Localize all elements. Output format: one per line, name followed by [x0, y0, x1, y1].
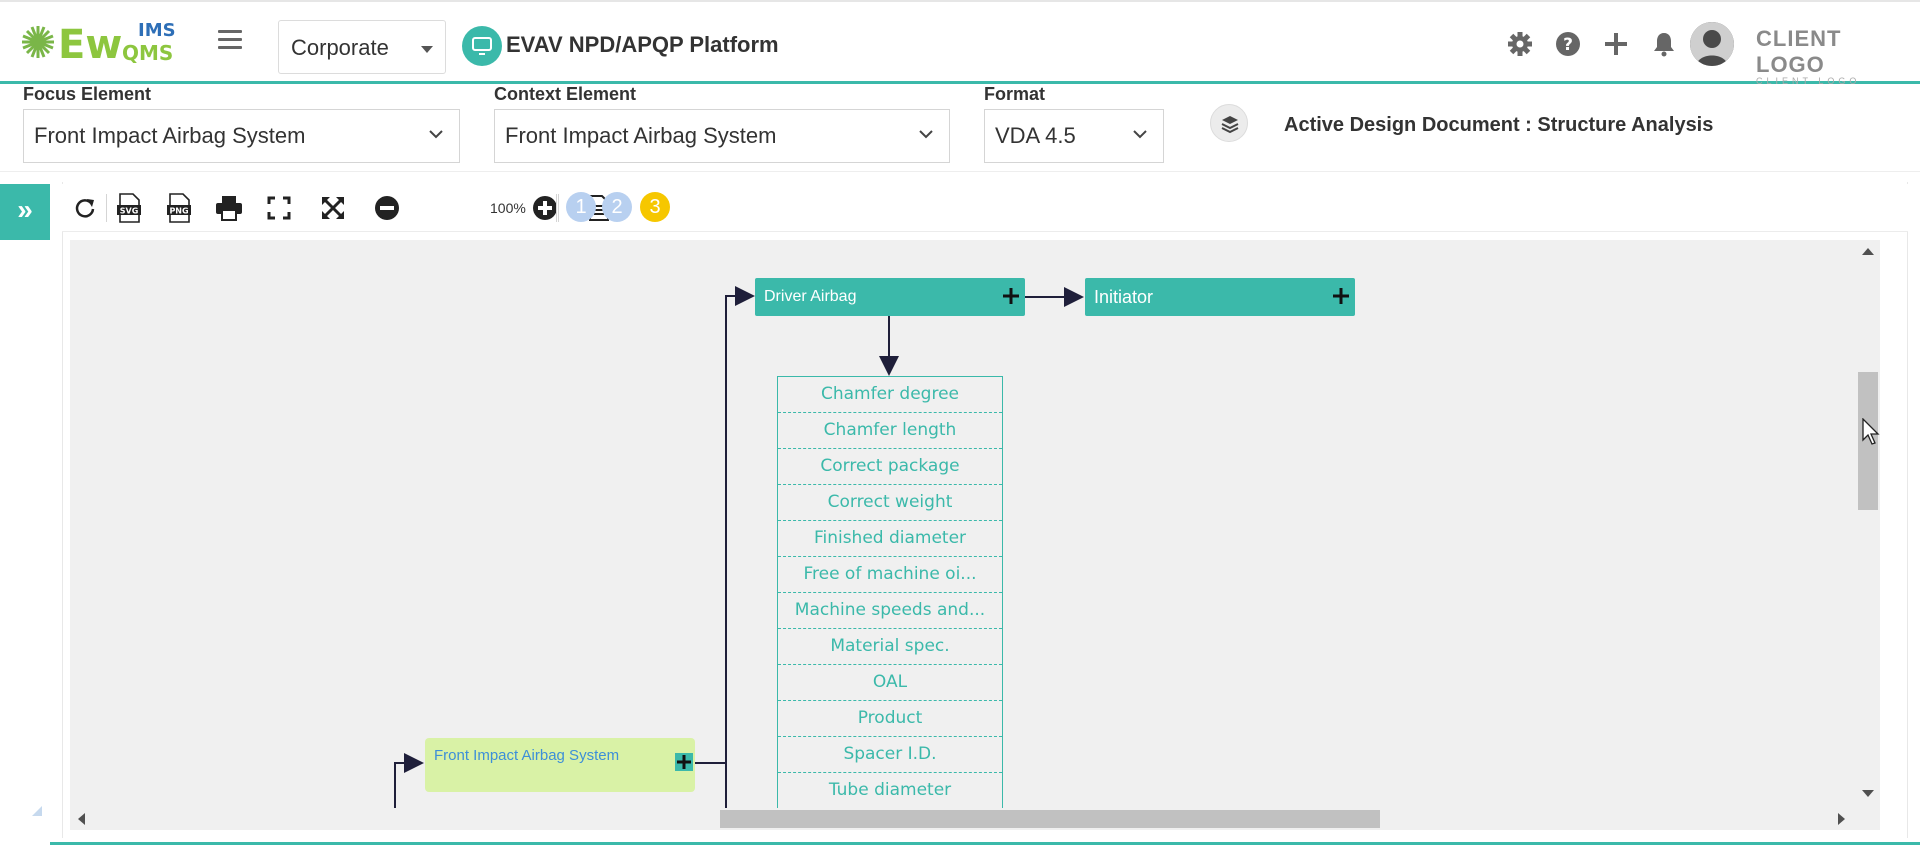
characteristic-item[interactable]: Free of machine oi...	[778, 557, 1002, 593]
platform-title[interactable]: EVAV NPD/APQP Platform	[506, 32, 779, 57]
scroll-up-arrow-icon[interactable]	[1862, 248, 1874, 255]
png-label: PNG	[169, 207, 188, 216]
export-svg-button[interactable]: SVG	[114, 192, 144, 224]
refresh-icon[interactable]	[72, 192, 98, 224]
zoom-out-icon[interactable]	[372, 192, 402, 224]
characteristic-item[interactable]: OAL	[778, 665, 1002, 701]
characteristic-item[interactable]: Correct package	[778, 449, 1002, 485]
characteristic-item[interactable]: Correct weight	[778, 485, 1002, 521]
characteristic-item[interactable]: Chamfer degree	[778, 377, 1002, 413]
vertical-scrollbar[interactable]	[1856, 240, 1880, 808]
footer-divider	[50, 842, 1920, 845]
plus-icon[interactable]	[1602, 30, 1630, 58]
characteristic-item[interactable]: Spacer I.D.	[778, 737, 1002, 773]
filter-bar: Focus Element Front Impact Airbag System…	[0, 84, 1920, 172]
menu-toggle-icon[interactable]	[218, 30, 242, 52]
active-design-document: Active Design Document : Structure Analy…	[1284, 114, 1714, 136]
top-header: Ew IMS QMS Corporate EVAV NPD/APQP Platf…	[0, 0, 1920, 86]
chevron-down-icon	[429, 130, 443, 139]
bell-icon[interactable]	[1650, 30, 1678, 58]
initiator-node[interactable]: Initiator	[1085, 278, 1355, 316]
left-rail	[0, 240, 50, 840]
resize-grip-icon[interactable]	[32, 806, 42, 816]
characteristic-item[interactable]: Chamfer length	[778, 413, 1002, 449]
client-logo: CLIENT LOGO CLIENT LOGO	[1756, 26, 1896, 86]
zoom-in-icon[interactable]	[530, 192, 560, 224]
context-element-value: Front Impact Airbag System	[505, 123, 777, 148]
focus-element-select[interactable]: Front Impact Airbag System	[23, 109, 460, 163]
expand-plus-icon[interactable]	[675, 753, 693, 771]
print-icon[interactable]	[214, 192, 244, 224]
organization-value: Corporate	[291, 35, 389, 60]
client-logo-subtext: CLIENT LOGO	[1756, 76, 1861, 86]
svg-text:?: ?	[1563, 35, 1573, 55]
layers-icon[interactable]	[1210, 104, 1248, 142]
level-1-button[interactable]: 1	[566, 192, 596, 222]
diagram-toolbar: SVG PNG 100%	[62, 184, 1908, 232]
svg-label: SVG	[120, 207, 139, 216]
expand-plus-icon[interactable]	[1332, 287, 1350, 305]
chevron-down-icon	[1133, 130, 1147, 139]
context-element-select[interactable]: Front Impact Airbag System	[494, 109, 950, 163]
scroll-right-arrow-icon[interactable]	[1838, 813, 1845, 825]
level-3-button[interactable]: 3	[640, 192, 670, 222]
scroll-left-arrow-icon[interactable]	[78, 813, 85, 825]
characteristic-item[interactable]: Finished diameter	[778, 521, 1002, 557]
gear-icon[interactable]	[1506, 30, 1534, 58]
initiator-label: Initiator	[1094, 287, 1154, 307]
characteristic-item[interactable]: Material spec.	[778, 629, 1002, 665]
client-logo-text: CLIENT LOGO	[1756, 26, 1842, 77]
focus-element-label: Focus Element	[23, 84, 152, 104]
driver-airbag-label: Driver Airbag	[764, 288, 857, 305]
level-2-button[interactable]: 2	[602, 192, 632, 222]
ewqms-logo: Ew IMS QMS	[22, 20, 176, 68]
zoom-level: 100%	[490, 200, 526, 216]
logo-ims-text: IMS	[138, 20, 176, 41]
monitor-icon[interactable]	[462, 26, 502, 66]
structure-diagram-canvas[interactable]: Driver Airbag Initiator Chamfer degree C…	[70, 240, 1880, 808]
characteristic-item[interactable]: Tube diameter	[778, 773, 1002, 808]
focus-element-node[interactable]: Front Impact Airbag System	[425, 738, 695, 792]
export-png-button[interactable]: PNG	[164, 192, 194, 224]
characteristic-item[interactable]: Machine speeds and...	[778, 593, 1002, 629]
vertical-scrollbar-thumb[interactable]	[1858, 372, 1878, 510]
focus-element-value: Front Impact Airbag System	[34, 123, 306, 148]
fullscreen-icon[interactable]	[264, 192, 294, 224]
horizontal-scrollbar-thumb[interactable]	[720, 810, 1380, 828]
characteristics-list: Chamfer degree Chamfer length Correct pa…	[777, 376, 1003, 808]
expand-plus-icon[interactable]	[1002, 287, 1020, 305]
driver-airbag-node[interactable]: Driver Airbag	[755, 278, 1025, 316]
expand-sidebar-button[interactable]: »	[0, 184, 50, 240]
characteristic-item[interactable]: Product	[778, 701, 1002, 737]
focus-node-label: Front Impact Airbag System	[434, 747, 620, 764]
logo-qms-text: QMS	[122, 41, 173, 65]
chevron-down-icon	[919, 130, 933, 139]
fit-to-screen-icon[interactable]	[318, 192, 348, 224]
format-select[interactable]: VDA 4.5	[984, 109, 1164, 163]
double-chevron-right-icon: »	[17, 194, 33, 225]
format-label: Format	[984, 84, 1046, 104]
context-element-label: Context Element	[494, 84, 637, 104]
organization-select[interactable]: Corporate	[278, 20, 446, 74]
logo-ew-text: Ew	[58, 22, 122, 68]
mouse-cursor-icon	[1862, 418, 1880, 445]
scroll-down-arrow-icon[interactable]	[1862, 790, 1874, 797]
caret-down-icon	[421, 46, 433, 53]
user-avatar[interactable]	[1690, 22, 1734, 66]
help-icon[interactable]: ?	[1554, 30, 1582, 58]
format-value: VDA 4.5	[995, 123, 1076, 148]
